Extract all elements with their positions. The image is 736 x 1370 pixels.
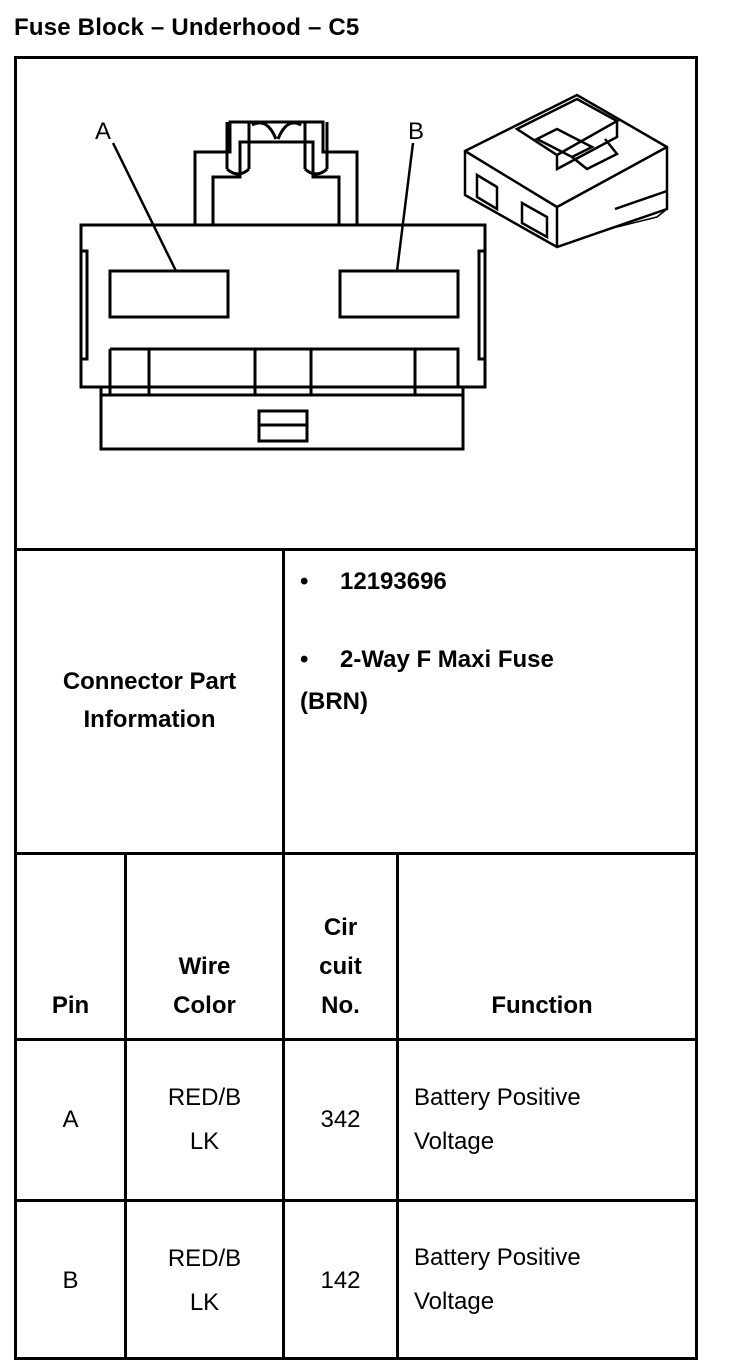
function-line2: Voltage xyxy=(414,1288,495,1315)
function-line1: Battery Positive xyxy=(414,1084,581,1111)
function-line2: Voltage xyxy=(414,1128,495,1155)
list-item: • 2-Way F Maxi Fuse xyxy=(300,646,690,674)
bullet: • xyxy=(300,646,309,673)
connector-isometric-icon xyxy=(463,93,669,249)
header-function: Function xyxy=(491,992,593,1019)
part-number: 12193696 xyxy=(340,568,447,595)
divider xyxy=(124,852,127,1360)
header-circuit-line3: No. xyxy=(321,992,360,1019)
divider xyxy=(14,1038,698,1041)
wire-color-line2: LK xyxy=(189,1128,220,1155)
connector-info-label-line2: Information xyxy=(83,706,216,733)
table-cell-function: Battery Positive Voltage xyxy=(414,1236,581,1324)
divider xyxy=(396,852,399,1360)
divider xyxy=(282,548,285,854)
header-circuit: Cir cuit No. xyxy=(285,908,396,1025)
wire-color-line1: RED/B xyxy=(167,1084,242,1111)
connector-diagram: A B xyxy=(17,59,695,549)
table-cell-circuit: 142 xyxy=(320,1267,361,1294)
table-cell-wire-color: RED/B LK xyxy=(127,1041,282,1199)
wire-color-line1: RED/B xyxy=(167,1245,242,1272)
table-cell-pin: B xyxy=(62,1267,79,1294)
table-cell-pin: A xyxy=(62,1106,79,1133)
header-circuit-line2: cuit xyxy=(319,953,362,980)
header-wire-color-line1: Wire xyxy=(178,953,231,980)
diagram-label-b: B xyxy=(408,118,424,145)
wire-color-line2: LK xyxy=(189,1289,220,1316)
table-cell-wire-color: RED/B LK xyxy=(127,1202,282,1360)
page-title: Fuse Block – Underhood – C5 xyxy=(14,14,360,41)
bullet: • xyxy=(300,568,309,595)
divider xyxy=(14,1199,698,1202)
divider xyxy=(282,852,285,1360)
connector-info-values: • 12193696 • 2-Way F Maxi Fuse (BRN) xyxy=(300,568,690,716)
table-cell-function: Battery Positive Voltage xyxy=(414,1076,581,1164)
connector-info-label: Connector Part Information xyxy=(17,551,282,851)
header-circuit-line1: Cir xyxy=(323,914,358,941)
connector-table-frame xyxy=(14,56,698,1360)
part-description-line1: 2-Way F Maxi Fuse xyxy=(340,646,554,673)
header-wire-color: Wire Color xyxy=(127,947,282,1025)
header-pin: Pin xyxy=(51,992,90,1019)
header-wire-color-line2: Color xyxy=(173,992,236,1019)
table-cell-circuit: 342 xyxy=(320,1106,361,1133)
divider xyxy=(14,548,698,551)
diagram-label-a: A xyxy=(95,118,111,145)
list-item: • 12193696 xyxy=(300,568,690,646)
function-line1: Battery Positive xyxy=(414,1244,581,1271)
divider xyxy=(14,852,698,855)
connector-drawing: A B xyxy=(79,93,669,451)
connector-info-label-line1: Connector Part xyxy=(62,668,237,695)
part-description-line2: (BRN) xyxy=(300,688,368,715)
